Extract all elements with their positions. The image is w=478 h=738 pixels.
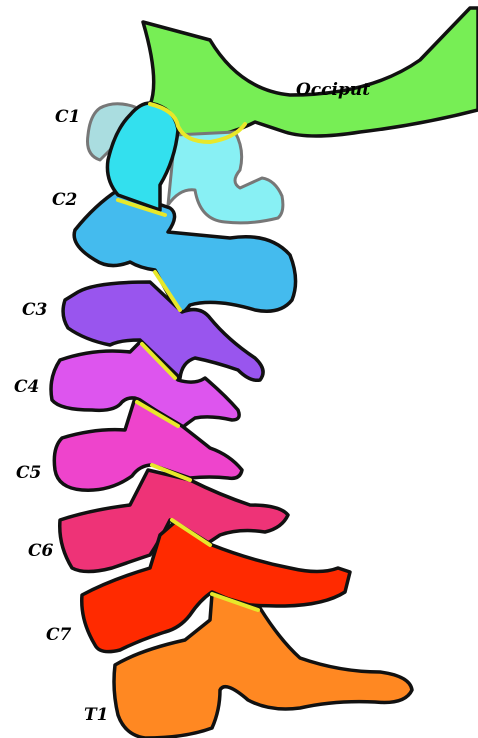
c5-label: C5 <box>16 463 41 483</box>
c1-posterior-arch <box>168 132 283 223</box>
c7-label: C7 <box>46 625 72 645</box>
occiput-label: Occiput <box>296 80 370 100</box>
t1-label: T1 <box>84 705 108 725</box>
c1-label: C1 <box>55 107 80 127</box>
c2-label: C2 <box>52 190 78 210</box>
c6-label: C6 <box>28 541 54 561</box>
c3-label: C3 <box>22 300 48 320</box>
c4-label: C4 <box>14 377 39 397</box>
occiput-bone <box>143 8 478 138</box>
